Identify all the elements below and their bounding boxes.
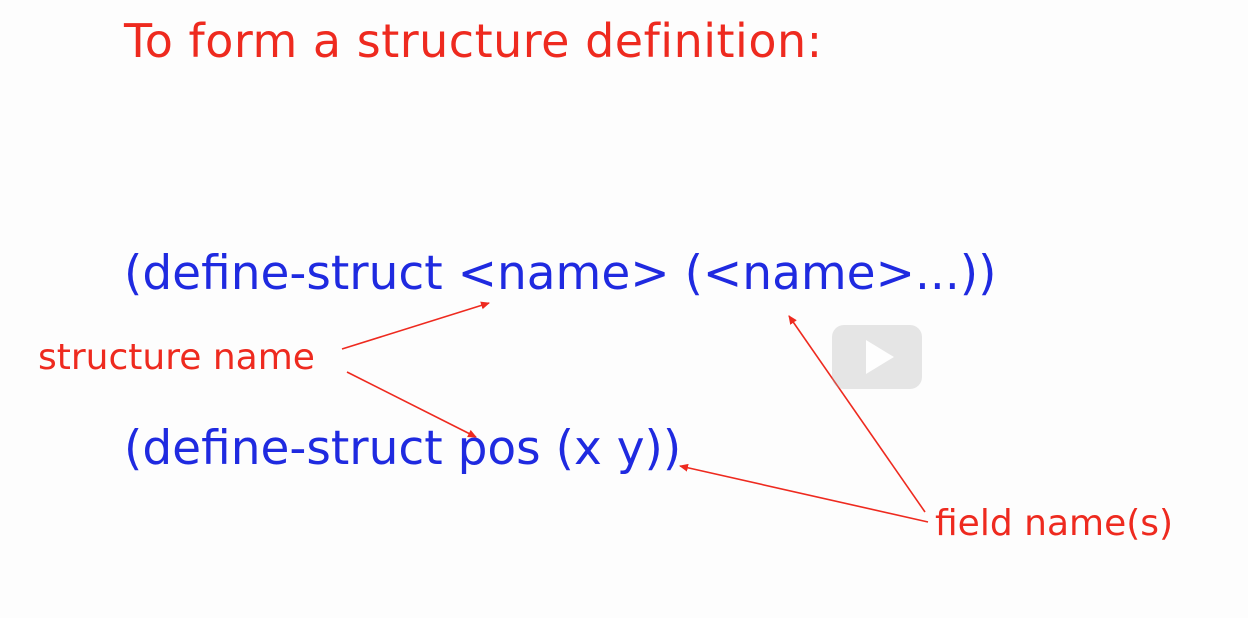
code-example-line: (define-struct pos (x y)) — [124, 421, 682, 476]
field-names-label: field name(s) — [935, 503, 1174, 544]
code-template-line: (define-struct <name> (<name>...)) — [124, 246, 997, 301]
play-icon — [866, 340, 894, 374]
structure-name-label: structure name — [38, 337, 315, 378]
slide-title: To form a structure definition: — [124, 14, 823, 68]
play-button[interactable] — [832, 325, 922, 389]
arrow-structure-to-template-name — [341, 301, 490, 350]
arrow-field-to-xy — [679, 463, 929, 523]
